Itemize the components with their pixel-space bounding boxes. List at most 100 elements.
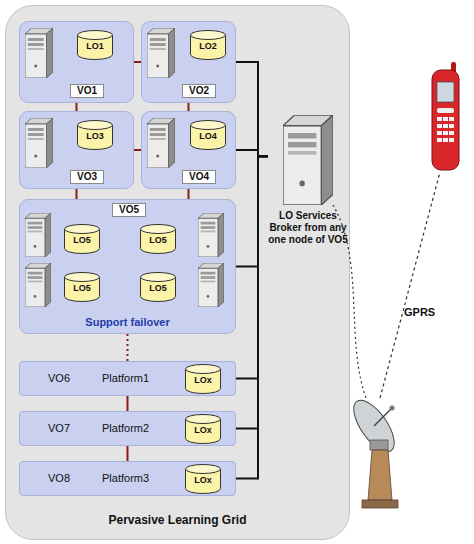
phone-key	[443, 138, 448, 142]
grid-title: Pervasive Learning Grid	[6, 513, 349, 527]
grid-link	[134, 149, 141, 151]
node-label: LO Services Broker from any one node of …	[268, 210, 348, 246]
object-store: LO2	[190, 30, 226, 60]
link-label: GPRS	[404, 306, 435, 318]
grid-link	[134, 61, 141, 63]
network-link	[236, 62, 268, 156]
node-label: VO1	[70, 84, 104, 98]
node-label: Support failover	[20, 316, 235, 329]
grid-link	[127, 446, 129, 461]
object-label: LOx	[185, 375, 221, 386]
server-icon	[147, 28, 175, 78]
phone-key	[443, 131, 448, 135]
object-store: LOx	[185, 364, 221, 394]
wireless-link	[333, 205, 366, 398]
node-label: VO4	[182, 170, 216, 184]
grid-link	[76, 103, 78, 111]
server-icon	[198, 263, 224, 307]
object-store: LO5	[140, 224, 176, 254]
object-store: LO1	[77, 30, 113, 60]
dish-feed-head	[390, 406, 395, 411]
object-label: LO5	[140, 235, 176, 246]
node-label: Platform2	[102, 422, 149, 435]
server-icon	[25, 213, 51, 257]
cylinder-top	[65, 273, 100, 282]
phone-key	[437, 138, 442, 142]
network-link	[236, 156, 268, 478]
network-link	[236, 156, 268, 378]
object-label: LO5	[64, 283, 100, 294]
organization-box: VO4 LO4	[141, 111, 236, 189]
organization-box: VO5Support failoverLO5LO5LO5LO5	[19, 199, 236, 334]
dish-pedestal	[368, 450, 392, 500]
server-icon	[25, 263, 51, 307]
grid-link	[76, 189, 78, 199]
phone-key	[437, 108, 454, 113]
object-store: LOx	[185, 464, 221, 494]
node-label: VO8	[48, 472, 70, 485]
object-store: LO3	[77, 120, 113, 150]
grid-link	[188, 103, 190, 111]
node-label: Platform3	[102, 472, 149, 485]
phone-key	[449, 124, 454, 128]
grid-link	[127, 396, 129, 411]
organization-box: VO1 LO1	[19, 21, 134, 103]
phone-key	[437, 124, 442, 128]
phone-key	[449, 131, 454, 135]
cylinder-top	[191, 31, 226, 40]
node-label: VO7	[48, 422, 70, 435]
object-label: LOx	[185, 475, 221, 486]
object-store: LO5	[140, 272, 176, 302]
object-store: LOx	[185, 414, 221, 444]
network-link	[236, 150, 268, 156]
phone-antenna	[451, 62, 456, 74]
cylinder-top	[186, 465, 221, 474]
organization-box: VO2 LO2	[141, 21, 236, 103]
mobile-phone	[432, 70, 459, 170]
object-store: LO5	[64, 272, 100, 302]
grid-link	[188, 189, 190, 199]
platform-band: VO8 Platform3 LOx	[19, 461, 236, 496]
node-label: VO3	[70, 170, 104, 184]
cylinder-top	[186, 365, 221, 374]
dish-feed	[374, 408, 392, 426]
cylinder-top	[141, 225, 176, 234]
node-label: VO5	[112, 203, 146, 217]
cylinder-top	[78, 121, 113, 130]
gprs-link	[380, 172, 440, 398]
organization-box: VO3 LO3	[19, 111, 134, 189]
platform-band: VO6 Platform1 LOx	[19, 361, 236, 396]
phone-key	[449, 117, 454, 121]
object-label: LO3	[77, 131, 113, 142]
object-label: LO4	[190, 131, 226, 142]
server-icon	[147, 118, 175, 168]
network-link	[236, 156, 268, 266]
server-icon	[25, 118, 53, 168]
satellite-dish	[346, 394, 402, 458]
cylinder-top	[191, 121, 226, 130]
object-label: LO5	[64, 235, 100, 246]
phone-key	[443, 117, 448, 121]
server-icon	[25, 28, 53, 78]
network-link	[236, 156, 268, 428]
grid-link	[127, 334, 129, 361]
cylinder-top	[141, 273, 176, 282]
phone-key	[443, 124, 448, 128]
dish-mount	[370, 440, 388, 450]
node-label: Platform1	[102, 372, 149, 385]
object-store: LO5	[64, 224, 100, 254]
phone-key	[437, 131, 442, 135]
object-label: LOx	[185, 425, 221, 436]
phone-screen	[437, 82, 454, 102]
object-store: LO4	[190, 120, 226, 150]
phone-key	[449, 138, 454, 142]
broker-server: LO Services Broker from any one node of …	[268, 115, 348, 280]
node-label: VO2	[182, 84, 216, 98]
node-label: VO6	[48, 372, 70, 385]
cylinder-top	[78, 31, 113, 40]
server-icon	[198, 213, 224, 257]
cylinder-top	[65, 225, 100, 234]
object-label: LO2	[190, 41, 226, 52]
object-label: LO5	[140, 283, 176, 294]
broker-server-icon	[283, 115, 333, 205]
